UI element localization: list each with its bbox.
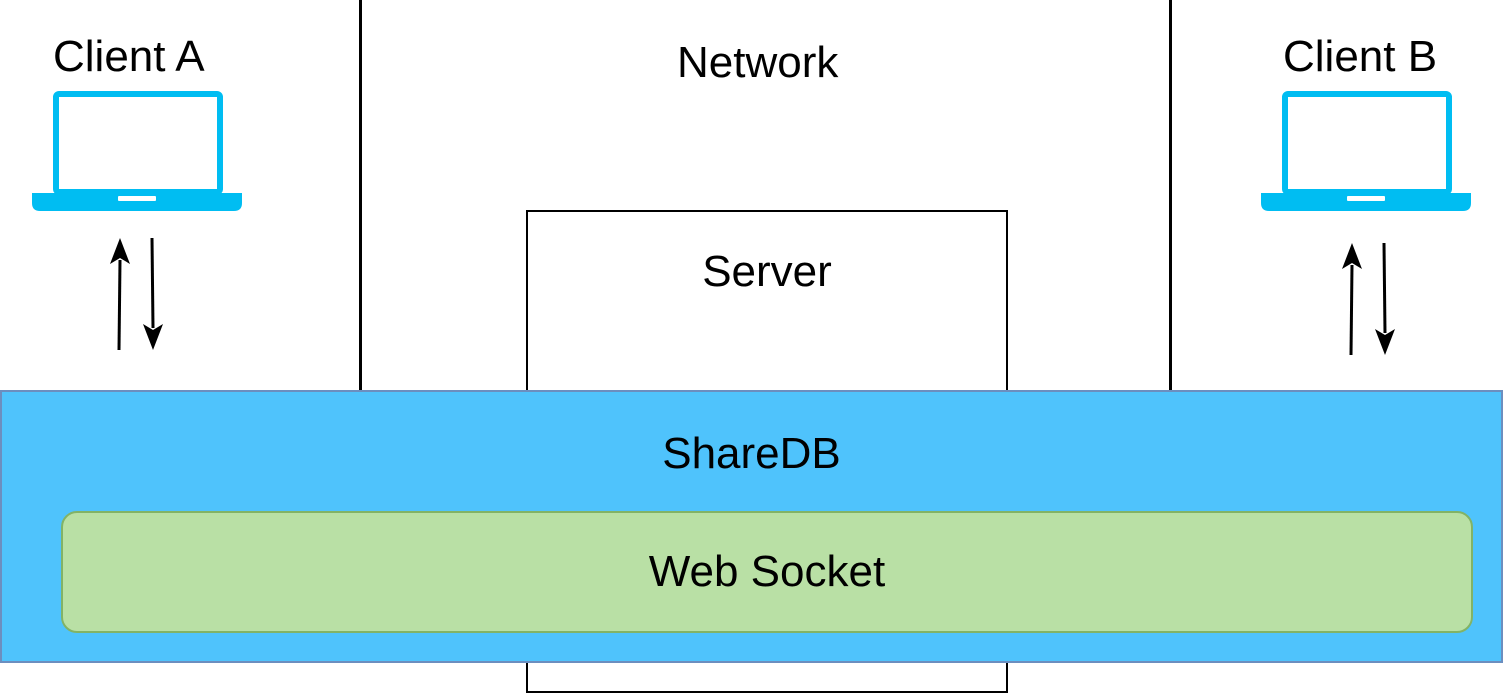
laptop-icon xyxy=(32,91,242,211)
client-a-arrows xyxy=(110,237,163,351)
arrow-down-icon xyxy=(1375,242,1395,355)
network-label: Network xyxy=(677,38,839,87)
laptop-icon xyxy=(1261,91,1471,211)
arrow-up-icon xyxy=(1342,243,1362,356)
server-label: Server xyxy=(702,247,832,296)
client-a-label: Client A xyxy=(53,32,205,81)
sharedb-label: ShareDB xyxy=(662,429,841,478)
client-b-label: Client B xyxy=(1283,32,1438,81)
websocket-layer: Web Socket xyxy=(61,511,1473,633)
arrow-down-icon xyxy=(143,237,163,350)
divider-network-client-b xyxy=(1169,0,1172,391)
websocket-label: Web Socket xyxy=(648,547,886,596)
divider-client-a-network xyxy=(359,0,362,391)
client-b-arrows xyxy=(1342,242,1395,356)
arrow-up-icon xyxy=(110,238,130,351)
